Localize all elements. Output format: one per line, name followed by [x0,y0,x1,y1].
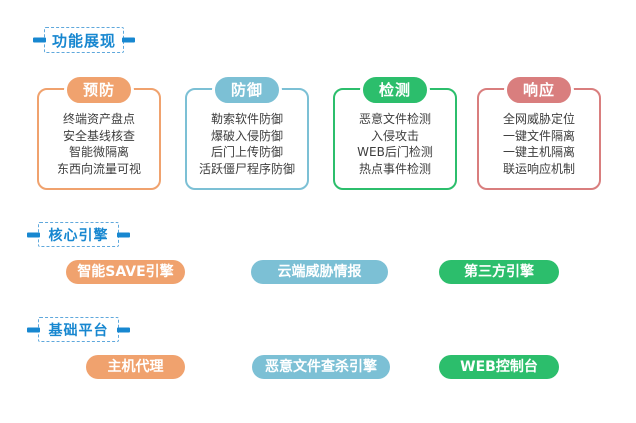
feature-item: 东西向流量可视 [56,161,141,176]
feature-card-title-response: 响应 [503,74,575,106]
tag-dash-left-icon [27,232,40,237]
feature-item: 活跃僵尸程序防御 [198,161,295,176]
feature-item: 智能微隔离 [68,145,129,159]
engine-pill-third-party: 第三方引擎 [439,260,559,284]
section-tag-core-engine: 核心引擎 [27,222,130,247]
feature-item: 一键主机隔离 [502,145,575,159]
feature-item: 恶意文件检测 [358,112,431,126]
feature-item-list: 终端资产盘点 安全基线核查 智能微隔离 东西向流量可视 [39,111,159,177]
platform-pill-malware-scan-engine: 恶意文件查杀引擎 [252,355,390,379]
feature-item: 一键文件隔离 [502,128,575,143]
platform-pill-host-agent: 主机代理 [86,355,185,379]
feature-card-title-prevention: 预防 [63,74,135,106]
feature-item: 全网威胁定位 [502,112,575,126]
feature-card-title-defense: 防御 [211,74,283,106]
tag-dash-left-icon [27,327,40,332]
feature-card-title-detection: 检测 [359,74,431,106]
section-title-base-platform: 基础平台 [48,322,109,339]
feature-item: 后门上传防御 [210,145,283,159]
feature-card-response: 响应 全网威胁定位 一键文件隔离 一键主机隔离 联运响应机制 [477,74,601,190]
section-title-core-engine: 核心引擎 [48,227,109,244]
feature-item: 联运响应机制 [502,161,575,176]
section-tag-base-platform: 基础平台 [27,317,130,342]
tag-dash-right-icon [117,232,130,237]
feature-card-defense: 防御 勒索软件防御 爆破入侵防御 后门上传防御 活跃僵尸程序防御 [185,74,309,190]
platform-pill-web-console: WEB控制台 [439,355,559,379]
feature-item: 勒索软件防御 [210,112,283,126]
feature-card-prevention: 预防 终端资产盘点 安全基线核查 智能微隔离 东西向流量可视 [37,74,161,190]
feature-item-list: 勒索软件防御 爆破入侵防御 后门上传防御 活跃僵尸程序防御 [187,111,307,177]
feature-card-detection: 检测 恶意文件检测 入侵攻击 WEB后门检测 热点事件检测 [333,74,457,190]
feature-item-list: 恶意文件检测 入侵攻击 WEB后门检测 热点事件检测 [335,111,455,177]
feature-item: 终端资产盘点 [62,112,135,126]
feature-item: 安全基线核查 [62,128,135,143]
feature-item: 爆破入侵防御 [210,128,283,143]
feature-item: 入侵攻击 [370,128,419,143]
engine-pill-cloud-threat-intel: 云端威胁情报 [251,260,388,284]
tag-dash-left-icon [33,37,46,43]
section-title-features: 功能展现 [51,31,116,50]
engine-pill-smart-save: 智能SAVE引擎 [66,260,185,284]
feature-item: 热点事件检测 [358,161,431,176]
feature-item: WEB后门检测 [357,145,433,159]
tag-dash-right-icon [117,327,130,332]
tag-dash-right-icon [122,37,135,43]
feature-item-list: 全网威胁定位 一键文件隔离 一键主机隔离 联运响应机制 [479,111,599,177]
section-tag-features: 功能展现 [33,27,135,53]
